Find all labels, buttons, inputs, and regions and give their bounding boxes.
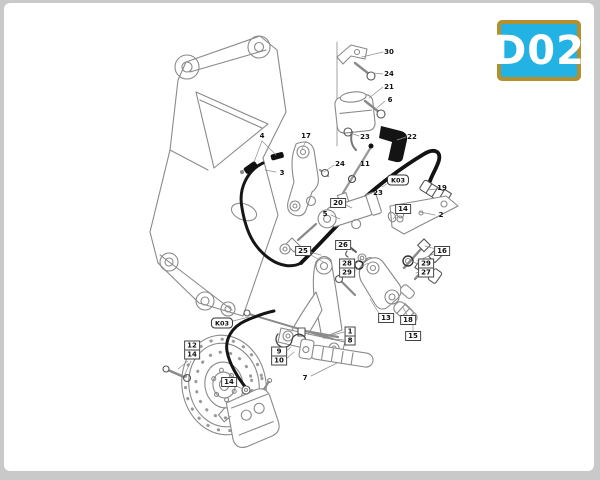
callout-25: 25	[295, 246, 311, 256]
page-code-badge: D02	[493, 20, 584, 81]
callout-20: 20	[330, 198, 346, 208]
callout-6: 6	[387, 96, 393, 104]
footpeg-drawing	[298, 338, 374, 368]
callout-22: 22	[407, 133, 417, 141]
rubber-elbow-22	[379, 126, 408, 163]
callout-14: 14	[221, 377, 237, 387]
callout-9: 9	[276, 347, 282, 356]
callout-5: 5	[322, 210, 328, 218]
brake-hose-lower-drawing	[225, 309, 276, 391]
callout-15: 15	[405, 331, 421, 341]
callout-21: 21	[384, 83, 394, 91]
callout-29: 29	[421, 259, 431, 268]
callout-13: 13	[378, 313, 394, 323]
callout-24: 24	[384, 70, 394, 78]
callout-29: 29	[340, 267, 354, 277]
callout-16: 16	[434, 246, 450, 256]
hose-kit-tag-K03: K03	[386, 174, 410, 186]
callout-23: 23	[360, 133, 370, 141]
hose-kit-tag-K03: K03	[210, 317, 234, 329]
callout-14: 14	[395, 204, 411, 214]
hanger-bracket-drawing	[287, 141, 374, 217]
callout-1: 1	[347, 327, 353, 336]
frame-bracket-drawing	[149, 35, 287, 317]
switch-cable-drawing	[239, 152, 303, 268]
callout-28: 28	[342, 259, 352, 268]
callout-19: 19	[437, 184, 447, 192]
callout-4: 4	[259, 132, 265, 140]
callout-30: 30	[384, 48, 394, 56]
callout-12: 12	[187, 341, 197, 350]
callout-17: 17	[301, 132, 311, 140]
brake-lever-drawing	[354, 257, 418, 325]
callout-14: 14	[185, 349, 199, 359]
callout-10: 10	[272, 355, 286, 365]
callout-24: 24	[335, 160, 345, 168]
callout-23: 23	[373, 189, 383, 197]
callout-3: 3	[279, 169, 285, 177]
callout-27: 27	[419, 267, 433, 277]
callout-7: 7	[302, 374, 308, 382]
caliper-drawing	[162, 309, 280, 449]
reservoir-drawing	[334, 41, 408, 163]
callout-2: 2	[438, 211, 444, 219]
callout-18: 18	[400, 315, 416, 325]
diagram-page	[4, 3, 594, 471]
callout-11: 11	[360, 160, 370, 168]
callout-8: 8	[345, 335, 355, 345]
leader-lines	[177, 51, 437, 390]
footpeg-bracket-drawing	[243, 255, 374, 368]
page-code-text: D02	[493, 27, 585, 74]
callout-26: 26	[335, 240, 351, 250]
